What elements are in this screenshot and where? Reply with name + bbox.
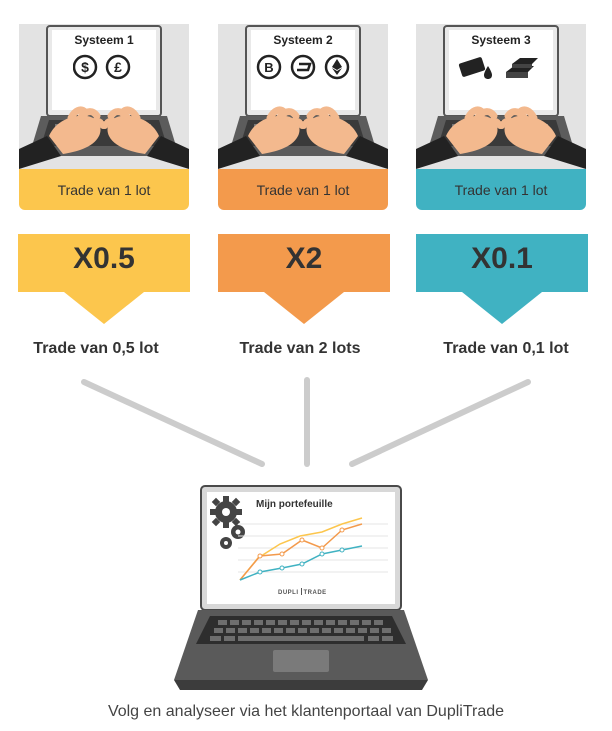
result-label-3: Trade van 0,1 lot xyxy=(443,340,569,357)
footer-caption: Volg en analyseer via het klantenportaal… xyxy=(107,703,505,720)
result-label-2: Trade van 2 lots xyxy=(239,340,361,357)
pound-icon: £ xyxy=(105,54,131,80)
portfolio-laptop: Mijn portefeuille DUPLI TRADE xyxy=(170,484,432,694)
multiplier-value: X2 xyxy=(285,242,323,275)
brand-logo: DUPLI TRADE xyxy=(278,588,327,596)
system-band: Trade van 1 lot xyxy=(218,169,388,210)
system-illustration-2: Systeem 2 B xyxy=(218,24,388,169)
svg-text:B: B xyxy=(264,60,273,75)
brand-right: TRADE xyxy=(303,590,327,596)
svg-text:£: £ xyxy=(114,59,122,75)
oil-icon xyxy=(458,57,492,79)
multiplier-box-3: X0.1 xyxy=(416,234,588,326)
portfolio-title: Mijn portefeuille xyxy=(256,499,333,510)
ethereum-icon xyxy=(324,54,350,80)
brand-left: DUPLI xyxy=(278,590,299,596)
result-label-1: Trade van 0,5 lot xyxy=(33,340,159,357)
system-card-3: Systeem 3 Trade van 1 lot xyxy=(416,24,586,210)
system-illustration-3: Systeem 3 xyxy=(416,24,586,169)
system-illustration-1: Systeem 1 $ £ xyxy=(19,24,189,169)
gold-bars-icon xyxy=(506,58,538,78)
system-band: Trade van 1 lot xyxy=(19,169,189,210)
portfolio-chart xyxy=(238,517,388,581)
dash-icon xyxy=(290,54,316,80)
svg-text:$: $ xyxy=(81,59,89,75)
system-title: Systeem 3 xyxy=(471,33,531,47)
system-title: Systeem 2 xyxy=(273,33,333,47)
multiplier-box-1: X0.5 xyxy=(18,234,190,326)
dollar-icon: $ xyxy=(73,54,98,80)
multiplier-value: X0.5 xyxy=(73,242,135,275)
system-band: Trade van 1 lot xyxy=(416,169,586,210)
multiplier-value: X0.1 xyxy=(471,242,533,275)
gear-icon xyxy=(210,496,245,549)
bitcoin-icon: B xyxy=(256,54,282,80)
connector-lines xyxy=(81,377,531,467)
system-card-1: Systeem 1 $ £ Trade van 1 lot xyxy=(19,24,189,210)
multiplier-box-2: X2 xyxy=(218,234,390,326)
system-card-2: Systeem 2 B Trade van 1 lot xyxy=(218,24,388,210)
system-title: Systeem 1 xyxy=(74,33,134,47)
